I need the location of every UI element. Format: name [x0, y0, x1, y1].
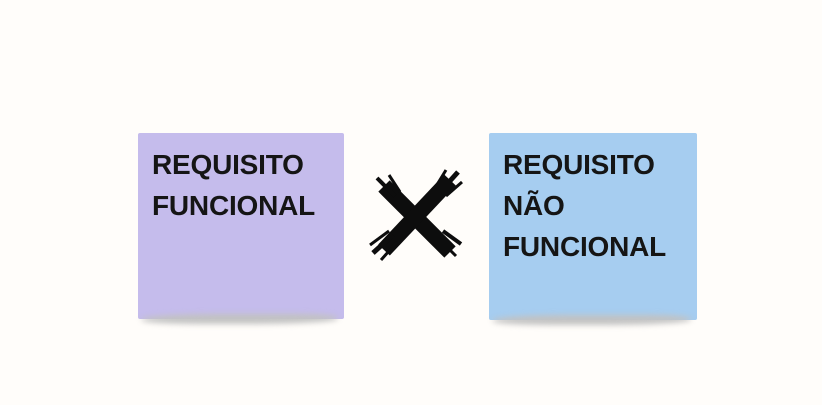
card-text-line: REQUISITO [152, 149, 304, 180]
card-requisito-nao-funcional-title: REQUISITO NÃO FUNCIONAL [489, 133, 697, 267]
card-text-line: FUNCIONAL [152, 190, 316, 221]
card-text-line: NÃO [503, 190, 565, 221]
card-requisito-nao-funcional: REQUISITO NÃO FUNCIONAL [489, 133, 697, 320]
card-requisito-funcional: REQUISITO FUNCIONAL [138, 133, 344, 319]
card-requisito-funcional-title: REQUISITO FUNCIONAL [138, 133, 344, 226]
card-text-line: FUNCIONAL [503, 231, 667, 262]
card-text-line: REQUISITO [503, 149, 655, 180]
brush-x-icon [367, 165, 467, 265]
brush-x-strokes [369, 169, 463, 261]
